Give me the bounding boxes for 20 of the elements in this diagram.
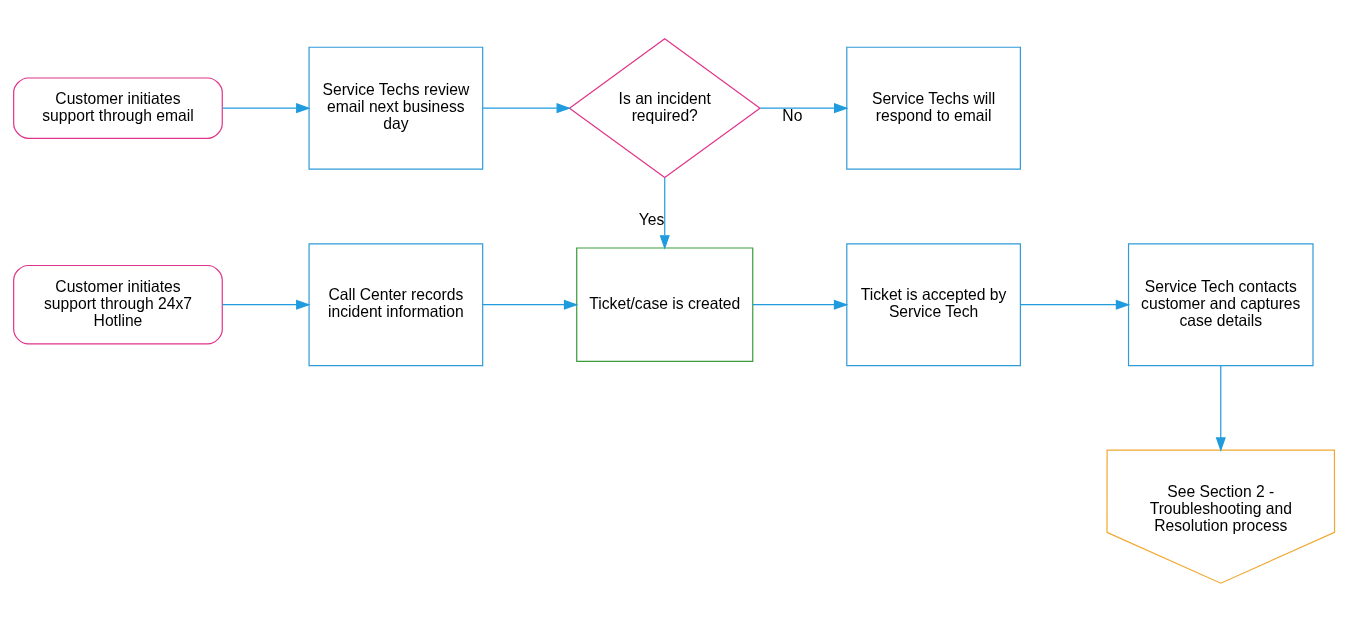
arrow	[759, 103, 849, 114]
arrow	[221, 299, 311, 310]
arrow	[482, 103, 571, 114]
node-box: Ticket is accepted by Service Tech	[846, 243, 1021, 367]
node-box: Customer initiates support through email	[13, 77, 223, 139]
node-box: Ticket/case is created	[576, 247, 754, 362]
node-box: Service Techs will respond to email	[846, 46, 1021, 170]
arrow	[482, 299, 579, 310]
node-box: Customer initiates support through 24x7 Hotline	[13, 264, 223, 345]
node-diamond: Is an incident required?	[568, 38, 761, 179]
arrow	[1020, 299, 1131, 310]
edge-label: No	[782, 106, 803, 124]
arrow	[659, 177, 670, 250]
arrow	[752, 299, 849, 310]
edge-label: Yes	[638, 211, 665, 229]
node-box: Service Tech contacts customer and captures case details	[1127, 243, 1314, 367]
node-box: Service Techs review email next business day	[308, 46, 484, 170]
arrow	[221, 103, 311, 114]
node-box: Call Center records incident information	[308, 243, 484, 367]
arrow	[1215, 365, 1226, 452]
